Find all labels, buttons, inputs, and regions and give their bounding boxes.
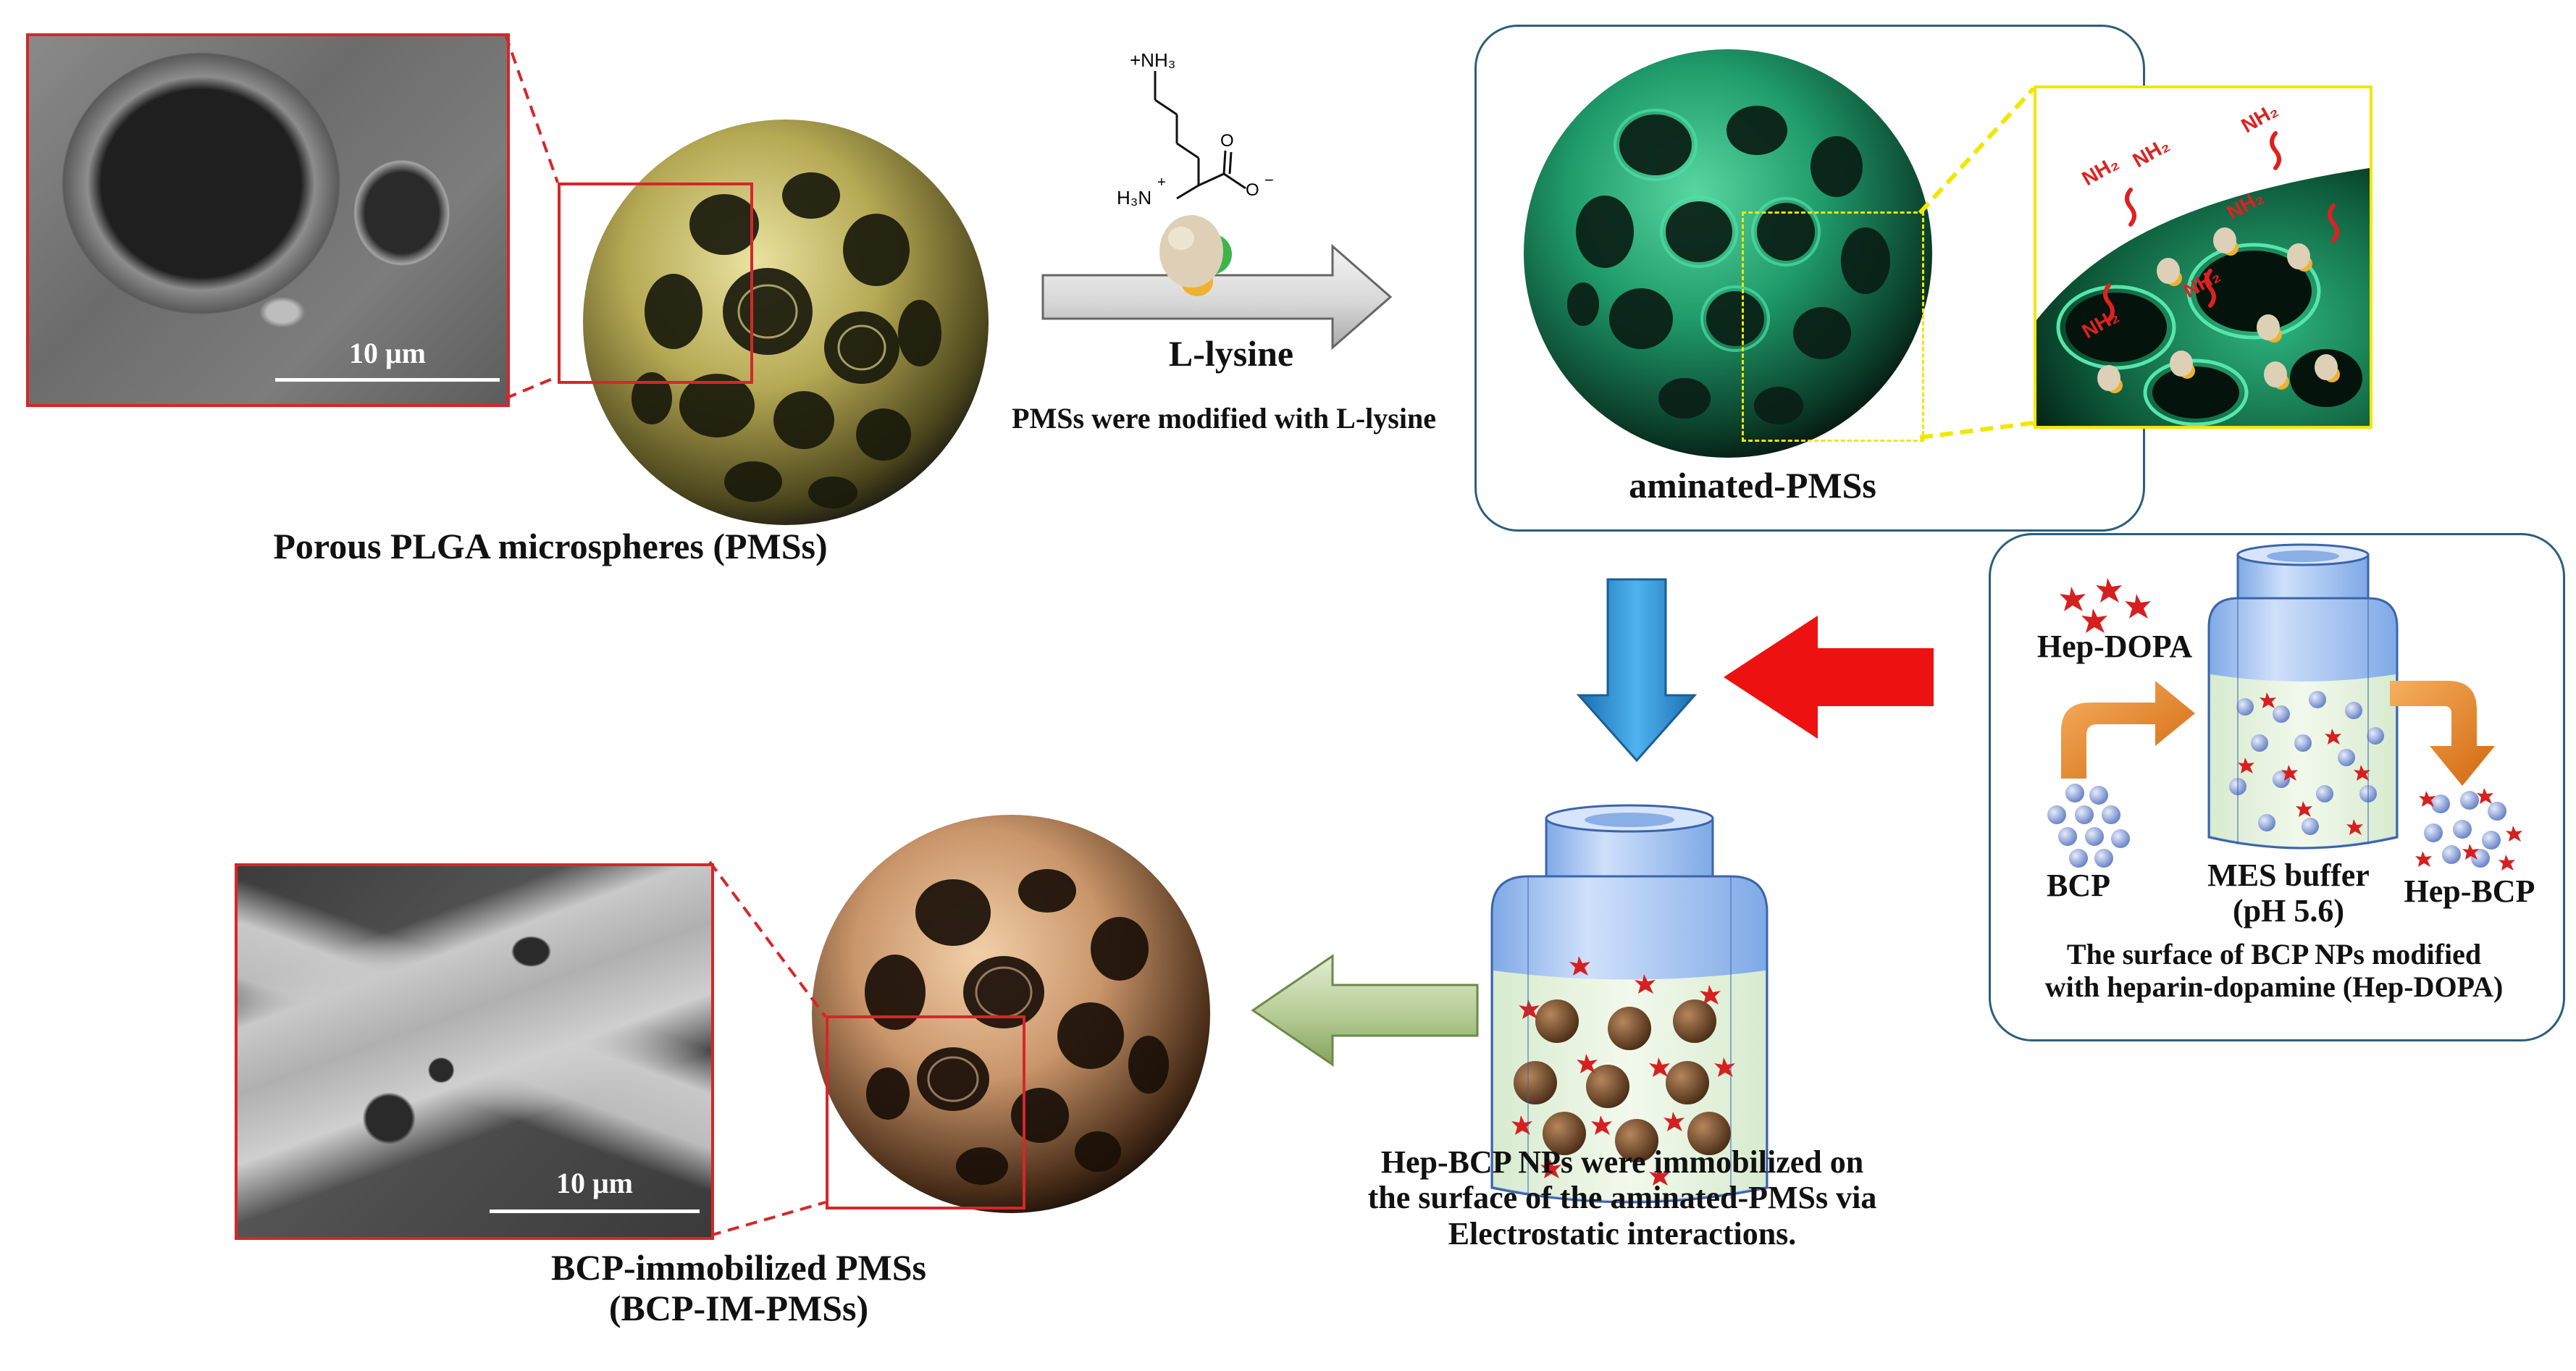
bcp-particles [2047,784,2130,868]
h3n-charge: + [1157,175,1166,190]
hep-dopa-particles [2060,578,2151,633]
lysine-name: L-lysine [1168,333,1294,374]
mes-buffer-line2: (pH 5.6) [2233,893,2344,929]
immobilization-line3: Electrostatic interactions. [1448,1215,1797,1251]
nh3-label: +NH₃ [1130,49,1175,71]
mes-buffer-vial [2207,543,2399,850]
bcp-label: BCP [2047,868,2110,903]
immobilization-caption: Hep-BCP NPs were immobilized on the surf… [1289,1144,1955,1251]
bcp-surface-caption: The surface of BCP NPs modified with hep… [2013,938,2535,1004]
carboxylate-charge: − [1264,171,1274,189]
carbonyl-o: O [1220,131,1234,151]
aminated-caption: aminated-PMSs [1629,465,1876,506]
hep-bcp-particles [2415,788,2522,871]
carboxylate-o: O [1246,180,1259,200]
scale-bar [275,378,500,382]
sem-image-bcp: 10 μm [235,863,714,1240]
pms-zoom-box [558,183,753,384]
sem-image-pms: 10 μm [26,33,510,407]
final-caption: BCP-immobilized PMSs (BCP-IM-PMSs) [435,1247,1043,1328]
orange-arrow-out [2390,681,2495,786]
scale-bar [490,1209,700,1213]
lysine-structure: +NH₃ H₃N + O O − [1117,49,1274,209]
bcp-surface-line2: with heparin-dopamine (Hep-DOPA) [2044,970,2504,1003]
final-line1: BCP-immobilized PMSs [550,1247,927,1288]
orange-arrow-in [2061,681,2195,779]
aminated-zoom-box [1742,211,1924,442]
pms-caption: Porous PLGA microspheres (PMSs) [273,526,828,566]
amine-zoom-panel: NH₂ NH₂ NH₂ NH₂ NH₂ NH₂ [2034,85,2372,429]
final-line2: (BCP-IM-PMSs) [608,1288,869,1328]
bcp-zoom-box [826,1015,1025,1209]
immobilization-vial [1490,804,1769,1204]
blue-down-arrow [1576,578,1698,763]
h3n-label: H₃N [1117,187,1151,209]
aminated-microsphere [1524,49,1932,458]
hep-dopa-label: Hep-DOPA [2036,629,2193,664]
green-left-arrow [1251,954,1479,1067]
lysine-step-caption: PMSs were modified with L-lysine [1012,402,1436,435]
lysine-molecule-icon [1159,215,1232,296]
mes-buffer-line1: MES buffer [2207,858,2370,893]
red-left-arrow [1724,616,1934,739]
hep-bcp-label: Hep-BCP [2404,873,2535,909]
immobilization-line2: the surface of the aminated-PMSs via [1367,1180,1877,1216]
scale-label: 10 μm [349,337,426,369]
lysine-arrow [1041,243,1393,351]
scale-label: 10 μm [556,1167,633,1199]
bcp-surface-line1: The surface of BCP NPs modified [2066,938,2482,970]
pms-microsphere [583,120,989,525]
mes-buffer-label: MES buffer (pH 5.6) [2180,858,2397,929]
immobilization-line1: Hep-BCP NPs were immobilized on [1380,1144,1864,1180]
bcp-im-microsphere [812,815,1210,1213]
